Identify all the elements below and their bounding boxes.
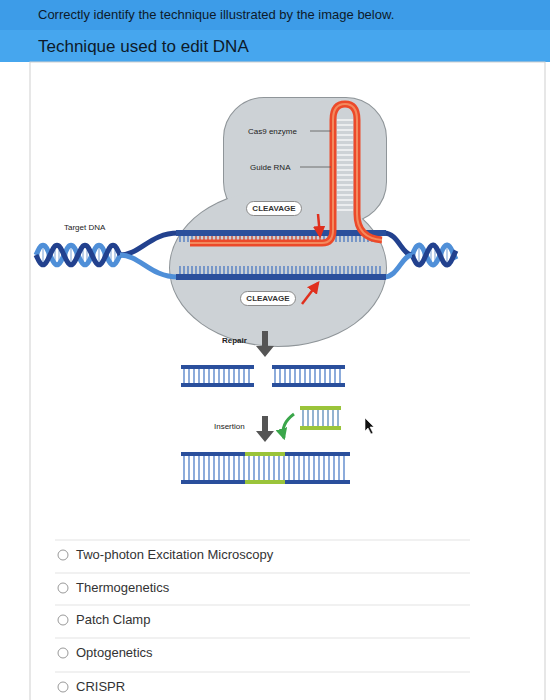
answer-option: Optogenetics [76, 645, 153, 660]
cleavage-tag: CLEAVAGE [240, 291, 295, 306]
dna-strand [412, 245, 456, 265]
radio-button [58, 550, 68, 560]
base-pair [418, 245, 419, 265]
part-label: Target DNA [64, 223, 105, 232]
answer-option: Two-photon Excitation Microscopy [76, 547, 273, 562]
cleavage-arrow [318, 214, 320, 236]
cleavage-tag: CLEAVAGE [246, 201, 301, 216]
part-label: Guide RNA [250, 163, 290, 172]
base-pair [446, 245, 447, 265]
question-title: Correctly identify the technique illustr… [38, 7, 394, 22]
option-separator [55, 605, 470, 606]
question-subtitle: Technique used to edit DNA [38, 37, 249, 57]
option-separator [55, 672, 470, 673]
dna-strand [412, 245, 456, 265]
cleavage-arrow [302, 283, 318, 304]
option-separator [55, 540, 470, 541]
cas9-enzyme-shape [170, 98, 386, 346]
radio-button [58, 682, 68, 692]
guide-rna [190, 104, 382, 243]
part-label: Cas9 enzyme [248, 127, 297, 136]
mouse-cursor [365, 418, 374, 434]
dna-strand [36, 245, 120, 265]
question-banner [0, 0, 550, 62]
step-label: Repair [222, 336, 247, 345]
rna-hairpin-pairs [337, 120, 353, 210]
unwound-dna [176, 230, 386, 280]
cleavage-label: CLEAVAGE [252, 204, 295, 213]
insertion-green-arrow [283, 414, 294, 438]
leader-line [300, 167, 331, 168]
repair-arrow [256, 331, 274, 357]
answer-options [55, 540, 470, 692]
dna-strand [36, 245, 120, 265]
insertion-arrow [256, 416, 274, 442]
question-panel [30, 62, 545, 700]
banner-top [0, 0, 550, 30]
option-separator [55, 573, 470, 574]
radio-button [58, 615, 68, 625]
leader-line [310, 131, 331, 132]
answer-option: Thermogenetics [76, 580, 169, 595]
step-label: Insertion [214, 422, 245, 431]
dna-fragments [181, 365, 350, 484]
radio-button [58, 583, 68, 593]
cleavage-label: CLEAVAGE [246, 294, 289, 303]
answer-option: CRISPR [76, 679, 125, 694]
answer-option: Patch Clamp [76, 612, 150, 627]
radio-button [58, 648, 68, 658]
option-separator [55, 638, 470, 639]
